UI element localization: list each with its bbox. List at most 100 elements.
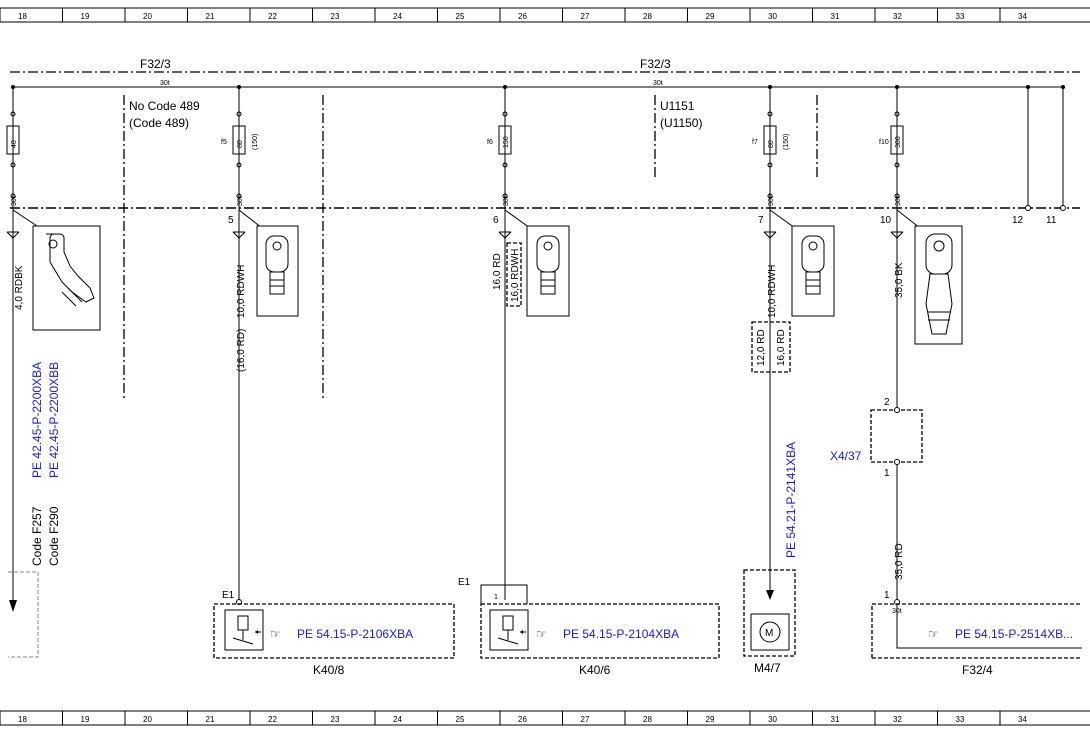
ruler-column-20: 20 [143,715,152,724]
ruler-column-32: 32 [893,715,902,724]
wire-10-0-rdwh-b: 10,0 RDWH [767,265,778,318]
fuse-name: f5 [221,139,227,146]
ruler-column-25: 25 [456,715,465,724]
ruler-column-28: 28 [643,715,652,724]
ruler-column-28: 28 [643,12,652,21]
ruler-column-20: 20 [143,12,152,21]
ruler-column-30: 30 [768,715,777,724]
ruler-column-34: 34 [1018,715,1027,724]
ruler-column-33: 33 [956,12,965,21]
wire-35-0-rd: 35,0 RD [894,543,905,580]
wire-16-0-rd: 16,0 RD [492,253,503,290]
right-branch: 12 11 [1012,87,1066,226]
label-k40-8: K40/8 [313,663,345,677]
label-e1-b: E1 [458,577,471,588]
wire-alt-box-m4-7 [751,321,791,373]
cond-no-489: No Code 489 [129,99,200,113]
circuit-column-m4-7: 7 10,0 RDWH 12,0 RD 16,0 RD PE 54.21-P-2… [743,87,835,675]
f32-4-box [871,603,1082,658]
fuse-name: f7 [752,139,758,146]
cable-lug-long-icon [925,233,953,335]
code-f257: Code F257 [30,506,44,566]
pin-f32-4-1: 1 [884,590,890,601]
motor-letter: M [765,628,773,639]
fuse-30t: 30t [768,196,775,206]
bus-30t: 30t 30t [11,80,1065,89]
x4-37-connector-box [870,409,923,463]
fuse-30t: 30t [237,196,244,206]
fuse-30t: 30t [11,196,18,206]
ruler-column-34: 34 [1018,12,1027,21]
pin-12: 12 [1012,215,1024,226]
wire-12-0-rd: 12,0 RD [756,329,767,366]
circuit-column-k40-8: 5 10,0 RDWH (16,0 RD) E1 ☞ PE 54.15-P-21… [213,87,455,677]
label-f32-4: F32/4 [962,663,993,677]
fuse-name: f10 [879,139,889,146]
cond-u1151: U1151 [660,99,695,113]
pin-x4-2: 2 [884,397,890,408]
wire-16-0-rd-b: 16,0 RD [776,329,787,366]
wire-4-0-rdbk: 4,0 RDBK [14,265,25,310]
wire-alt-box-k40-6 [506,242,522,307]
pin-5: 5 [228,215,234,226]
cond-489: (Code 489) [129,116,189,130]
ruler-column-29: 29 [706,12,715,21]
ruler-column-30: 30 [768,12,777,21]
ruler-column-18: 18 [18,715,27,724]
motor-icon: M [750,613,790,651]
ruler-column-26: 26 [518,12,527,21]
cable-lug-straight-icon-3 [801,235,825,295]
ruler-column-21: 21 [206,715,215,724]
hand-pointer-icon-2: ☞ [536,627,547,641]
ruler-column-25: 25 [456,12,465,21]
pin-x4-1: 1 [884,468,890,479]
ruler-column-19: 19 [81,715,90,724]
circuit-column-1: 4,0 RDBK PE 42.45-P-2200XBA PE 42.45-P-2… [6,87,101,658]
label-k40-6: K40/6 [579,663,611,677]
hand-pointer-icon-3: ☞ [928,627,939,641]
link-pe-2200xba[interactable]: PE 42.45-P-2200XBA [30,362,44,478]
hand-pointer-icon: ☞ [270,627,281,641]
fuse-rating: 300 [895,136,902,148]
fuse-rating: 40 [11,140,18,148]
wire-16-0-rdwh: 16,0 RDWH [510,249,521,302]
link-pe-2141xba[interactable]: PE 54.21-P-2141XBA [784,442,798,558]
cond-u1150: (U1150) [660,116,702,130]
link-pe-2104xba[interactable]: PE 54.15-P-2104XBA [563,627,679,641]
fuse-rating: 80 [768,140,775,148]
label-m4-7: M4/7 [754,661,781,675]
link-pe-2106xba[interactable]: PE 54.15-P-2106XBA [297,627,413,641]
fuse-rating: 150 [503,136,510,148]
code-f290: Code F290 [47,506,61,566]
ruler-column-31: 31 [831,12,840,21]
link-x4-37[interactable]: X4/37 [830,449,862,463]
ruler-column-24: 24 [393,715,402,724]
bus-30t-label-1: 30t [160,80,170,87]
fuse-alt-rating: (150) [252,134,259,150]
ruler-column-31: 31 [831,715,840,724]
m4-7-box [743,569,796,657]
ruler-column-21: 21 [206,12,215,21]
bus-30t-label-2: 30t [653,80,663,87]
link-pe-2514xb[interactable]: PE 54.15-P-2514XB... [955,627,1073,641]
pin-10: 10 [880,215,892,226]
f32-3-label-left: F32/3 [140,57,171,71]
circuit-column-f32-4: 10 35,0 BK 2 1 X4/37 35,0 RD 1 30t ☞ PE … [830,87,1082,677]
cable-lug-straight-icon [265,235,289,295]
cable-lug-bent-icon [46,233,95,307]
fuse-f10: 300 30t f10 [879,111,904,206]
fuse-rating: 80 [237,140,244,148]
pin-6: 6 [493,215,499,226]
fuse-30t: 30t [503,196,510,206]
ruler-column-32: 32 [893,12,902,21]
link-pe-2200xbb[interactable]: PE 42.45-P-2200XBB [47,362,61,478]
ruler-column-24: 24 [393,12,402,21]
ruler-column-18: 18 [18,12,27,21]
fuse-30t: 30t [895,196,902,206]
wire-35-0-bk: 35,0 BK [894,262,905,298]
ruler-column-22: 22 [268,12,277,21]
